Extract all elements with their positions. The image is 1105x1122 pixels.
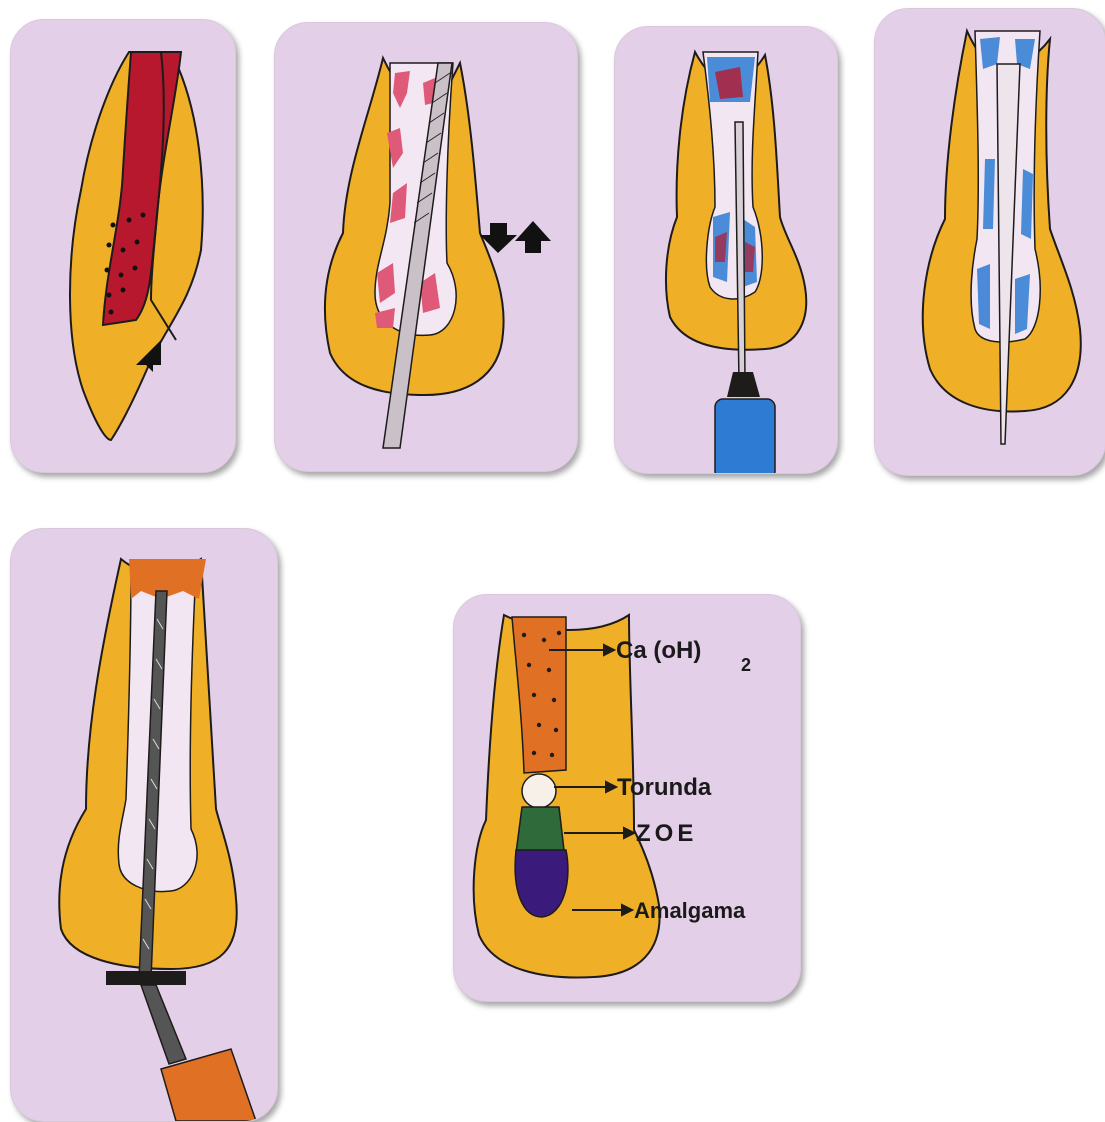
panel-1-hemorrhage bbox=[10, 19, 236, 473]
torunda-pellet bbox=[522, 774, 556, 808]
label-torunda: Torunda bbox=[617, 774, 712, 801]
panel-2-instrumentation bbox=[274, 22, 578, 472]
tooth-diagram-2 bbox=[275, 23, 577, 471]
zoe-layer bbox=[516, 807, 564, 853]
handpiece-collar bbox=[106, 971, 186, 985]
panel-4-drying bbox=[874, 8, 1105, 476]
tooth-diagram-6: Ca (oH) 2 Torunda ZOE Amalgama bbox=[454, 595, 800, 1001]
label-zoe: ZOE bbox=[636, 820, 697, 847]
panel-3-irrigation bbox=[614, 26, 838, 474]
handpiece-shank bbox=[141, 985, 186, 1064]
label-caoh2: Ca (oH) bbox=[616, 637, 701, 664]
panel-5-medication bbox=[10, 528, 278, 1122]
needle-hub bbox=[727, 372, 760, 397]
tooth-diagram-3 bbox=[615, 27, 837, 473]
label-caoh2-subscript: 2 bbox=[741, 655, 751, 675]
syringe-barrel bbox=[715, 399, 775, 473]
tooth-diagram-1 bbox=[11, 20, 235, 472]
label-amalgama: Amalgama bbox=[634, 898, 746, 923]
panel-6-final-layers: Ca (oH) 2 Torunda ZOE Amalgama bbox=[453, 594, 801, 1002]
tooth-diagram-4 bbox=[875, 9, 1105, 475]
tooth-diagram-5 bbox=[11, 529, 277, 1121]
arrow-up-icon bbox=[515, 221, 551, 253]
